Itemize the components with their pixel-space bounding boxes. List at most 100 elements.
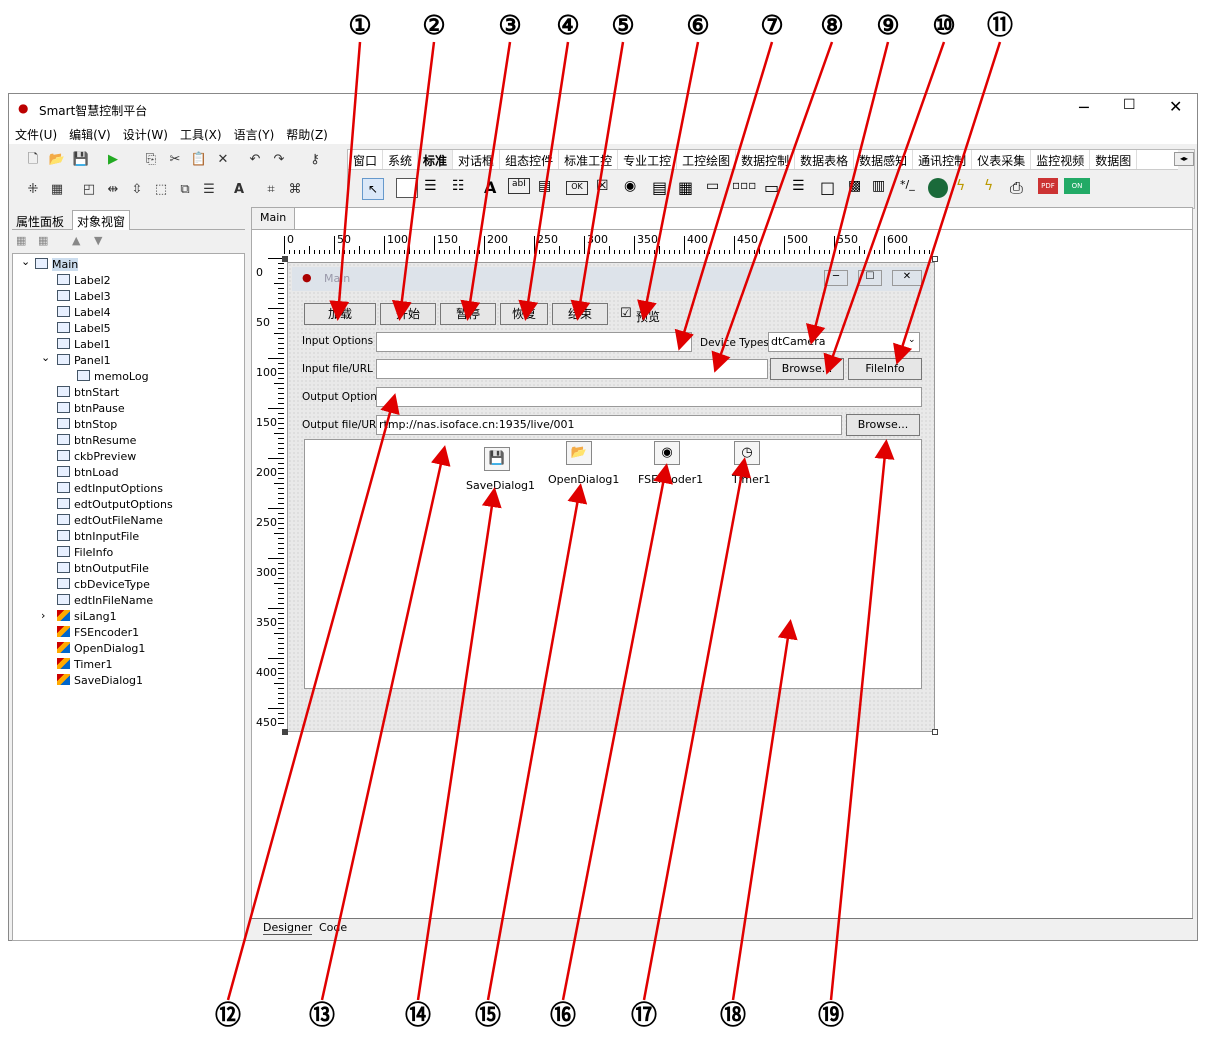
mask-icon[interactable]: */_: [900, 178, 915, 191]
log-memo[interactable]: [304, 439, 922, 689]
preview-checkbox[interactable]: ☑: [620, 306, 632, 321]
palette-tab-comm[interactable]: 通讯控制: [913, 150, 973, 169]
align-grid-icon[interactable]: ▦: [50, 182, 64, 197]
listbox-icon[interactable]: ▤: [652, 178, 668, 197]
tree-add-icon[interactable]: ▦: [16, 234, 27, 247]
tree-item[interactable]: edtOutFileName: [57, 513, 163, 529]
power-icon[interactable]: ϟ: [956, 178, 966, 194]
open-icon[interactable]: 📂: [48, 152, 66, 167]
move-up-icon[interactable]: ▲: [72, 234, 81, 247]
tree-item[interactable]: Timer1: [57, 657, 112, 673]
menu-edit[interactable]: 编辑(V): [69, 128, 111, 142]
memo-icon[interactable]: ▤: [538, 178, 552, 194]
font-icon[interactable]: A: [233, 182, 245, 197]
tree-item[interactable]: edtInputOptions: [57, 481, 163, 497]
output-url-field[interactable]: rtmp://nas.isoface.cn:1935/live/001: [376, 415, 842, 435]
menu-design[interactable]: 设计(W): [122, 128, 168, 142]
palette-tab-system[interactable]: 系统: [383, 150, 419, 169]
tab-designer[interactable]: Designer: [263, 921, 313, 935]
close-icon[interactable]: ✕: [1169, 97, 1183, 116]
tab-object-view[interactable]: 对象视窗: [72, 210, 131, 230]
palette-tab-data-grid[interactable]: 数据表格: [795, 150, 855, 169]
radiogroup-icon[interactable]: ☰: [792, 178, 805, 194]
input-file-field[interactable]: [376, 359, 768, 379]
list-icon[interactable]: ☰: [203, 182, 215, 197]
image-icon[interactable]: □: [820, 178, 836, 197]
menu-tools[interactable]: 工具(X): [179, 128, 222, 142]
select-all-icon[interactable]: ⬚: [154, 182, 168, 197]
align-icon[interactable]: ⁜: [27, 182, 39, 197]
menu-comp-icon[interactable]: ☰: [424, 178, 437, 194]
palette-tab-instrument[interactable]: 仪表采集: [972, 150, 1032, 169]
groupbox-icon[interactable]: ▫▫▫: [732, 178, 757, 192]
tree-item[interactable]: edtOutputOptions: [57, 497, 173, 513]
tree-item[interactable]: btnResume: [57, 433, 136, 449]
tree-item[interactable]: Main: [35, 257, 79, 273]
minimize-icon[interactable]: ─: [1079, 98, 1089, 117]
tree-item[interactable]: btnStop: [57, 417, 117, 433]
tree-item[interactable]: btnLoad: [57, 465, 119, 481]
combobox-icon[interactable]: ▦: [678, 178, 694, 197]
browse-output-button[interactable]: Browse...: [846, 414, 920, 436]
globe-icon[interactable]: [928, 178, 948, 198]
palette-tab-video[interactable]: 监控视频: [1031, 150, 1091, 169]
palette-tab-window[interactable]: 窗口: [348, 150, 384, 169]
size-icon[interactable]: ⌗: [267, 182, 275, 197]
resize-handle[interactable]: [932, 256, 938, 262]
panel-icon[interactable]: ▭: [764, 178, 780, 197]
tree-item[interactable]: Label2: [57, 273, 111, 289]
collapse-icon[interactable]: ›: [41, 609, 46, 622]
tree-item[interactable]: siLang1: [57, 609, 117, 625]
pointer-icon[interactable]: ↖: [362, 178, 384, 200]
tree-remove-icon[interactable]: ▦: [38, 234, 49, 247]
tree-item[interactable]: btnOutputFile: [57, 561, 149, 577]
palette-tab-scada[interactable]: 组态控件: [500, 150, 560, 169]
paste-icon[interactable]: 📋: [190, 152, 208, 167]
edit-icon[interactable]: abI: [508, 178, 530, 194]
tree-item[interactable]: Panel1: [57, 353, 111, 369]
delete-icon[interactable]: ✕: [217, 152, 229, 167]
tree-item[interactable]: ckbPreview: [57, 449, 136, 465]
run-icon[interactable]: ▶: [108, 152, 118, 167]
tree-item[interactable]: Label5: [57, 321, 111, 337]
palette-scroll-icon[interactable]: ◂▸: [1174, 152, 1194, 166]
pdf-icon[interactable]: PDF: [1038, 178, 1058, 194]
power2-icon[interactable]: ϟ: [984, 178, 994, 194]
popup-icon[interactable]: ☷: [452, 178, 465, 194]
tab-properties[interactable]: 属性面板: [16, 215, 65, 229]
tree-item[interactable]: SaveDialog1: [57, 673, 143, 689]
resize-handle[interactable]: [282, 256, 288, 262]
resize-handle[interactable]: [282, 729, 288, 735]
tree-item[interactable]: memoLog: [77, 369, 149, 385]
frame-icon[interactable]: [396, 178, 418, 198]
scale-icon[interactable]: ⌘: [288, 182, 302, 197]
move-down-icon[interactable]: ▼: [94, 234, 103, 247]
output-options-field[interactable]: [376, 387, 922, 407]
radio-icon[interactable]: ◉: [624, 178, 637, 194]
open-dialog-icon[interactable]: 📂: [566, 441, 592, 465]
key-icon[interactable]: ⚷: [310, 152, 320, 167]
expand-icon[interactable]: ⌄: [21, 255, 31, 268]
new-icon[interactable]: 🗋: [27, 152, 39, 167]
menu-file[interactable]: 文件(U): [15, 128, 58, 142]
tree-item[interactable]: edtInFileName: [57, 593, 153, 609]
menu-language[interactable]: 语言(Y): [233, 128, 275, 142]
tree-item[interactable]: btnPause: [57, 401, 125, 417]
tree-item[interactable]: OpenDialog1: [57, 641, 145, 657]
tab-code[interactable]: Code: [319, 921, 348, 934]
tree-item[interactable]: Label1: [57, 337, 111, 353]
tree-item[interactable]: FileInfo: [57, 545, 113, 561]
tree-item[interactable]: Label3: [57, 289, 111, 305]
scrollbar-icon[interactable]: ▭: [706, 178, 720, 194]
redo-icon[interactable]: ↷: [273, 152, 285, 167]
palette-tab-chart[interactable]: 数据图: [1090, 150, 1138, 169]
chevron-down-icon[interactable]: ⌄: [908, 335, 916, 345]
palette-tab-standard[interactable]: 标准: [418, 150, 454, 169]
button-icon[interactable]: OK: [566, 181, 588, 195]
undo-icon[interactable]: ↶: [249, 152, 261, 167]
palette-tab-data-aware[interactable]: 数据感知: [854, 150, 914, 169]
tab-order-icon[interactable]: ⧉: [180, 182, 190, 197]
bring-front-icon[interactable]: ◰: [82, 182, 96, 197]
tree-item[interactable]: cbDeviceType: [57, 577, 150, 593]
tree-item[interactable]: FSEncoder1: [57, 625, 139, 641]
